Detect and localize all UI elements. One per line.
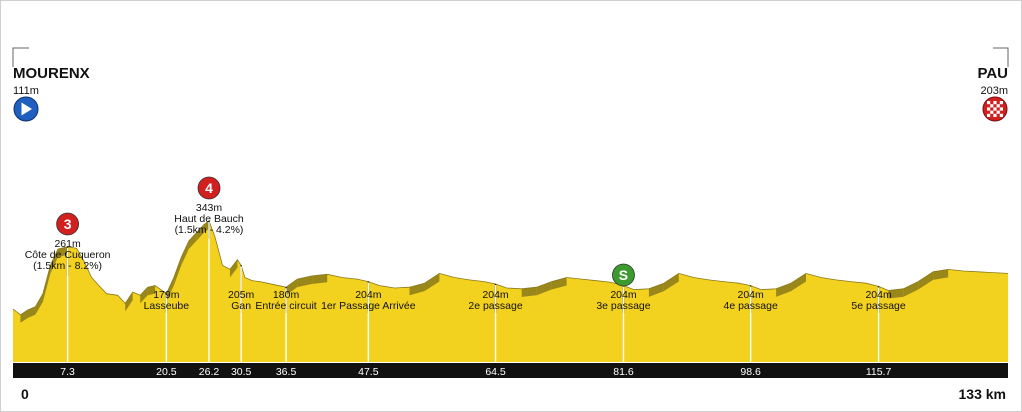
start-name: MOURENX <box>13 65 90 82</box>
km-label: 30.5 <box>231 366 252 378</box>
play-arrow-icon <box>13 96 39 122</box>
profile-shade <box>933 269 949 280</box>
axis-start-label: 0 <box>21 386 29 402</box>
profile-shade <box>125 292 133 312</box>
profile-shade <box>229 259 238 278</box>
waypoint-label: 179m <box>153 289 180 301</box>
finish-altitude: 203m <box>980 85 1008 97</box>
profile-shade <box>50 249 58 274</box>
waypoint-label: 261m <box>54 238 81 250</box>
waypoint-label: Gan <box>231 300 251 312</box>
profile-shade <box>888 288 904 299</box>
svg-text:S: S <box>619 267 628 283</box>
profile-shade <box>903 281 919 297</box>
profile-shade <box>648 283 664 297</box>
profile-shade <box>536 281 552 296</box>
waypoint-label: 204m <box>610 289 637 301</box>
waypoint-label: Lasseube <box>144 300 190 312</box>
waypoint-label: 2e passage <box>468 300 522 312</box>
waypoint-label: 343m <box>196 202 223 214</box>
profile-shade <box>188 232 197 250</box>
profile-shade <box>140 287 148 304</box>
profile-shade <box>424 273 440 292</box>
km-label: 98.6 <box>740 366 761 378</box>
profile-shade <box>551 277 567 290</box>
waypoint-label: 1er Passage Arrivée <box>321 300 416 312</box>
waypoint-label: 5e passage <box>851 300 905 312</box>
waypoint-label: 204m <box>482 289 509 301</box>
waypoint-label: (1.5km - 8.2%) <box>33 260 102 272</box>
profile-shade <box>918 271 934 290</box>
profile-shade <box>312 274 328 284</box>
profile-shade <box>173 257 182 286</box>
km-label: 81.6 <box>613 366 634 378</box>
axis-end-label: 133 km <box>959 386 1006 402</box>
finish-bracket <box>993 47 1009 67</box>
waypoint-label: (1.5km - 4.2%) <box>175 224 244 236</box>
km-label: 47.5 <box>358 366 379 378</box>
km-label: 26.2 <box>199 366 220 378</box>
profile-shade <box>203 220 210 233</box>
profile-shade <box>663 273 679 292</box>
profile-outline <box>12 220 1009 316</box>
profile-shade <box>196 224 204 241</box>
waypoint-label: 204m <box>738 289 765 301</box>
checkered-flag-icon <box>982 96 1008 122</box>
profile-shade <box>20 309 28 323</box>
km-bar <box>13 363 1008 378</box>
km-label: 7.3 <box>60 366 75 378</box>
waypoint-label: Entrée circuit <box>255 300 316 312</box>
km-label: 64.5 <box>485 366 506 378</box>
km-label: 36.5 <box>276 366 297 378</box>
waypoint-label: 180m <box>273 289 300 301</box>
profile-shade <box>776 283 792 297</box>
waypoint-label: 204m <box>865 289 892 301</box>
profile-shade <box>409 283 425 296</box>
km-label: 20.5 <box>156 366 177 378</box>
profile-shade <box>166 277 174 302</box>
waypoint-label: 204m <box>355 289 382 301</box>
waypoint-label: 4e passage <box>723 300 777 312</box>
waypoint-label: 205m <box>228 289 255 301</box>
svg-text:4: 4 <box>205 180 213 196</box>
sprint-badge: S <box>612 263 635 287</box>
climb-badge: 4 <box>197 176 221 200</box>
profile-shade <box>521 287 537 297</box>
finish-name: PAU <box>977 65 1008 82</box>
waypoint-label: 3e passage <box>596 300 650 312</box>
profile-shade <box>181 241 189 266</box>
profile-shade <box>147 285 156 296</box>
profile-shade <box>286 279 298 296</box>
km-label: 115.7 <box>866 366 892 378</box>
profile-fill <box>13 220 1008 362</box>
start-bracket <box>12 47 29 67</box>
elevation-profile <box>12 220 1009 362</box>
svg-text:3: 3 <box>64 216 72 232</box>
profile-shade <box>42 265 51 302</box>
waypoint-label: Côte de Cuqueron <box>25 249 111 261</box>
profile-shade <box>791 273 807 292</box>
waypoint-label: Haut de Bauch <box>174 213 244 225</box>
km-labels: 7.3 20.5 26.2 30.5 36.5 47.5 64.5 81.6 98.6 115.7 <box>60 366 891 378</box>
climb-badge: 3 <box>56 212 80 236</box>
start-altitude: 111m <box>13 85 39 97</box>
profile-shade <box>57 246 68 258</box>
profile-shade <box>35 293 43 315</box>
